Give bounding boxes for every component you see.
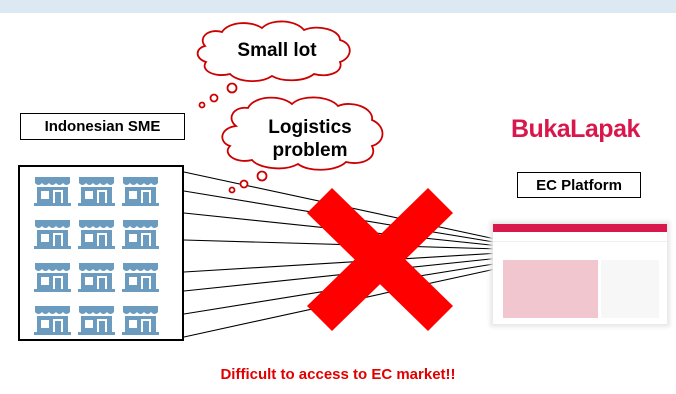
shop-icon	[34, 306, 71, 335]
ec-platform-label: EC Platform	[517, 172, 641, 198]
shop-icon	[34, 220, 71, 249]
indonesian-sme-label: Indonesian SME	[20, 113, 185, 140]
shop-icon	[122, 177, 159, 206]
red-cross-icon	[307, 188, 453, 331]
shop-icon	[78, 220, 115, 249]
shop-icon	[78, 177, 115, 206]
connection-line	[183, 252, 501, 273]
logistics-problem-text: Logistics problem	[240, 116, 380, 162]
sme-shops-box	[18, 165, 184, 341]
shop-icon	[78, 306, 115, 335]
bukalapak-logo: BukaLapak	[511, 115, 640, 143]
shop-icon	[122, 306, 159, 335]
difficult-access-caption: Difficult to access to EC market!!	[220, 366, 456, 383]
logistics-problem-cloud	[221, 96, 384, 194]
shop-icon	[122, 220, 159, 249]
shop-grid	[34, 177, 159, 335]
shop-icon	[34, 263, 71, 292]
screenshot-side-panel	[601, 260, 659, 318]
logistics-line: Logistics	[268, 117, 352, 138]
shop-icon	[78, 263, 115, 292]
small-lot-cloud	[196, 20, 351, 109]
shop-icon	[34, 177, 71, 206]
ec-platform-screenshot	[493, 224, 667, 324]
screenshot-banner	[503, 260, 598, 318]
problem-line: problem	[272, 140, 348, 161]
shop-icon	[122, 263, 159, 292]
top-banner-strip	[0, 0, 676, 13]
screenshot-header-bar	[493, 224, 667, 232]
screenshot-nav	[493, 232, 667, 242]
small-lot-text: Small lot	[237, 40, 317, 61]
